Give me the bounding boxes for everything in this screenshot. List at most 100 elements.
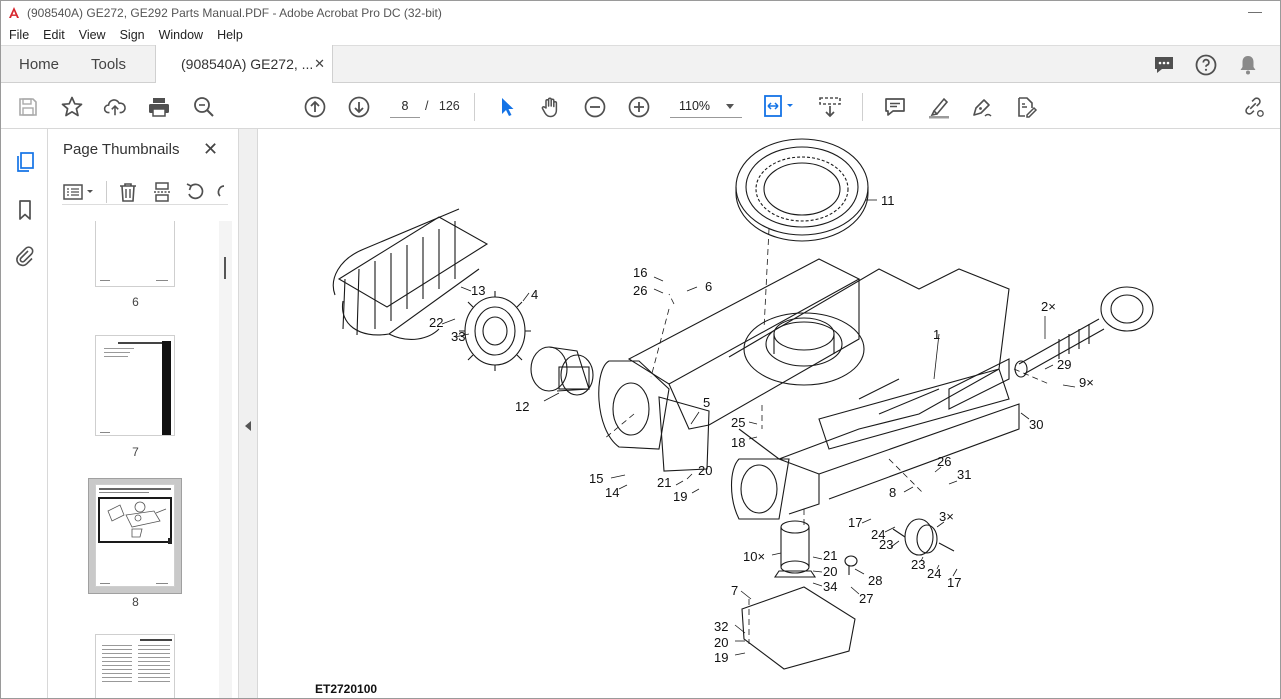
share-link-icon[interactable] <box>1241 95 1265 119</box>
zoom-level-value: 110% <box>679 99 711 113</box>
callout: 32 <box>714 619 728 634</box>
star-icon[interactable] <box>60 95 84 119</box>
callout: 8 <box>889 485 896 500</box>
callout: 3× <box>939 509 954 524</box>
scroll-mode-icon[interactable] <box>817 95 843 119</box>
print-icon[interactable] <box>147 95 171 119</box>
tab-document-label: (908540A) GE272, ... <box>181 56 314 72</box>
minimize-button[interactable]: — <box>1248 3 1262 19</box>
callout: 23 <box>911 557 925 572</box>
extract-pages-icon[interactable] <box>151 181 173 203</box>
callout: 22 <box>429 315 443 330</box>
hand-tool-icon[interactable] <box>539 95 563 119</box>
callout: 18 <box>731 435 745 450</box>
zoom-search-icon[interactable] <box>192 95 216 119</box>
add-comment-icon[interactable] <box>883 95 907 119</box>
callout: 23 <box>879 537 893 552</box>
callout: 6 <box>705 279 712 294</box>
tab-home[interactable]: Home <box>19 56 60 73</box>
menu-window[interactable]: Window <box>158 28 204 42</box>
close-tab-button[interactable]: ✕ <box>314 56 325 71</box>
callout: 19 <box>673 489 687 504</box>
title-bar: (908540A) GE272, GE292 Parts Manual.PDF … <box>1 1 1280 25</box>
save-icon[interactable] <box>16 95 40 119</box>
page-thumbnail[interactable] <box>95 634 175 698</box>
callout: 16 <box>633 265 647 280</box>
document-view[interactable]: 11 13 4 16 26 6 2× 22 33 1 29 9× 12 5 25… <box>259 129 1280 698</box>
page-total-label: / 126 <box>425 94 460 118</box>
callout: 31 <box>957 467 971 482</box>
callout: 28 <box>868 573 882 588</box>
thumbnail-scrollbar[interactable] <box>219 221 232 698</box>
previous-page-icon[interactable] <box>303 95 327 119</box>
callout: 34 <box>823 579 837 594</box>
zoom-out-icon[interactable] <box>583 95 607 119</box>
page-thumbnail[interactable] <box>95 221 175 287</box>
edit-pdf-icon[interactable] <box>1014 95 1038 119</box>
panel-toolbar-divider <box>106 180 107 203</box>
page-thumbnail[interactable] <box>95 335 175 436</box>
callout: 5 <box>703 395 710 410</box>
grease-fitting-drawing <box>844 555 858 575</box>
callout: 20 <box>714 635 728 650</box>
callout: 24 <box>927 566 941 581</box>
tab-bar-actions <box>1152 53 1260 77</box>
help-icon[interactable] <box>1194 53 1218 77</box>
callout: 21 <box>657 475 671 490</box>
callout: 9× <box>1079 375 1094 390</box>
delete-trash-icon[interactable] <box>117 181 139 203</box>
page-thumbnail-current[interactable] <box>95 484 175 587</box>
next-page-icon[interactable] <box>347 95 371 119</box>
menu-sign[interactable]: Sign <box>119 28 145 42</box>
callout: 21 <box>823 548 837 563</box>
draw-sign-icon[interactable] <box>970 95 994 119</box>
collapse-panel-strip[interactable] <box>239 129 258 698</box>
thumbnails-panel: Page Thumbnails ✕ <box>48 129 239 698</box>
attachment-paperclip-icon[interactable] <box>14 245 36 267</box>
select-arrow-icon[interactable] <box>495 95 519 119</box>
rotate-page-icon[interactable] <box>185 181 207 203</box>
highlight-pen-icon[interactable] <box>927 95 951 119</box>
page-thumbnails-icon[interactable] <box>14 151 36 173</box>
toolbar-divider <box>862 93 863 121</box>
menu-view[interactable]: View <box>78 28 106 42</box>
travel-motor-drawing <box>530 346 594 396</box>
thumbnail-page-number: 8 <box>132 595 139 609</box>
zoom-in-icon[interactable] <box>627 95 651 119</box>
callout: 13 <box>471 283 485 298</box>
comment-bubble-icon[interactable] <box>1152 53 1176 77</box>
callout: 4 <box>531 287 538 302</box>
panel-title: Page Thumbnails <box>63 141 180 158</box>
callout: 29 <box>1057 357 1071 372</box>
thumbnail-scrollbar-thumb[interactable] <box>224 257 226 279</box>
callout: 17 <box>848 515 862 530</box>
total-pages: 126 <box>438 99 460 113</box>
toolbar-divider <box>474 93 475 121</box>
upload-cloud-icon[interactable] <box>103 95 127 119</box>
callout: 10× <box>743 549 765 564</box>
notification-bell-icon[interactable] <box>1236 53 1260 77</box>
tab-document[interactable]: (908540A) GE272, ... ✕ <box>155 45 333 83</box>
window-title: (908540A) GE272, GE292 Parts Manual.PDF … <box>27 6 442 20</box>
callout: 30 <box>1029 417 1043 432</box>
close-panel-button[interactable]: ✕ <box>203 139 219 159</box>
idler-assembly-drawing <box>1014 286 1154 378</box>
callout: 20 <box>823 564 837 579</box>
callout: 27 <box>859 591 873 606</box>
tab-tools[interactable]: Tools <box>91 56 127 73</box>
menu-help[interactable]: Help <box>217 28 243 42</box>
motor-housing-drawing <box>598 360 710 472</box>
more-tools-icon[interactable] <box>215 181 225 203</box>
callout: 19 <box>714 650 728 665</box>
thumbnail-options-icon[interactable] <box>62 182 96 202</box>
bookmark-icon[interactable] <box>14 199 36 221</box>
collapse-left-arrow-icon[interactable] <box>245 421 251 431</box>
callout-leader-lines <box>441 199 1076 656</box>
zoom-level-select[interactable]: 110% <box>670 94 742 118</box>
menu-file[interactable]: File <box>9 28 30 42</box>
menu-edit[interactable]: Edit <box>43 28 65 42</box>
page-number-input[interactable]: 8 <box>390 94 420 118</box>
callout: 33 <box>451 329 465 344</box>
fit-page-icon[interactable] <box>762 95 798 119</box>
callout: 17 <box>947 575 961 590</box>
